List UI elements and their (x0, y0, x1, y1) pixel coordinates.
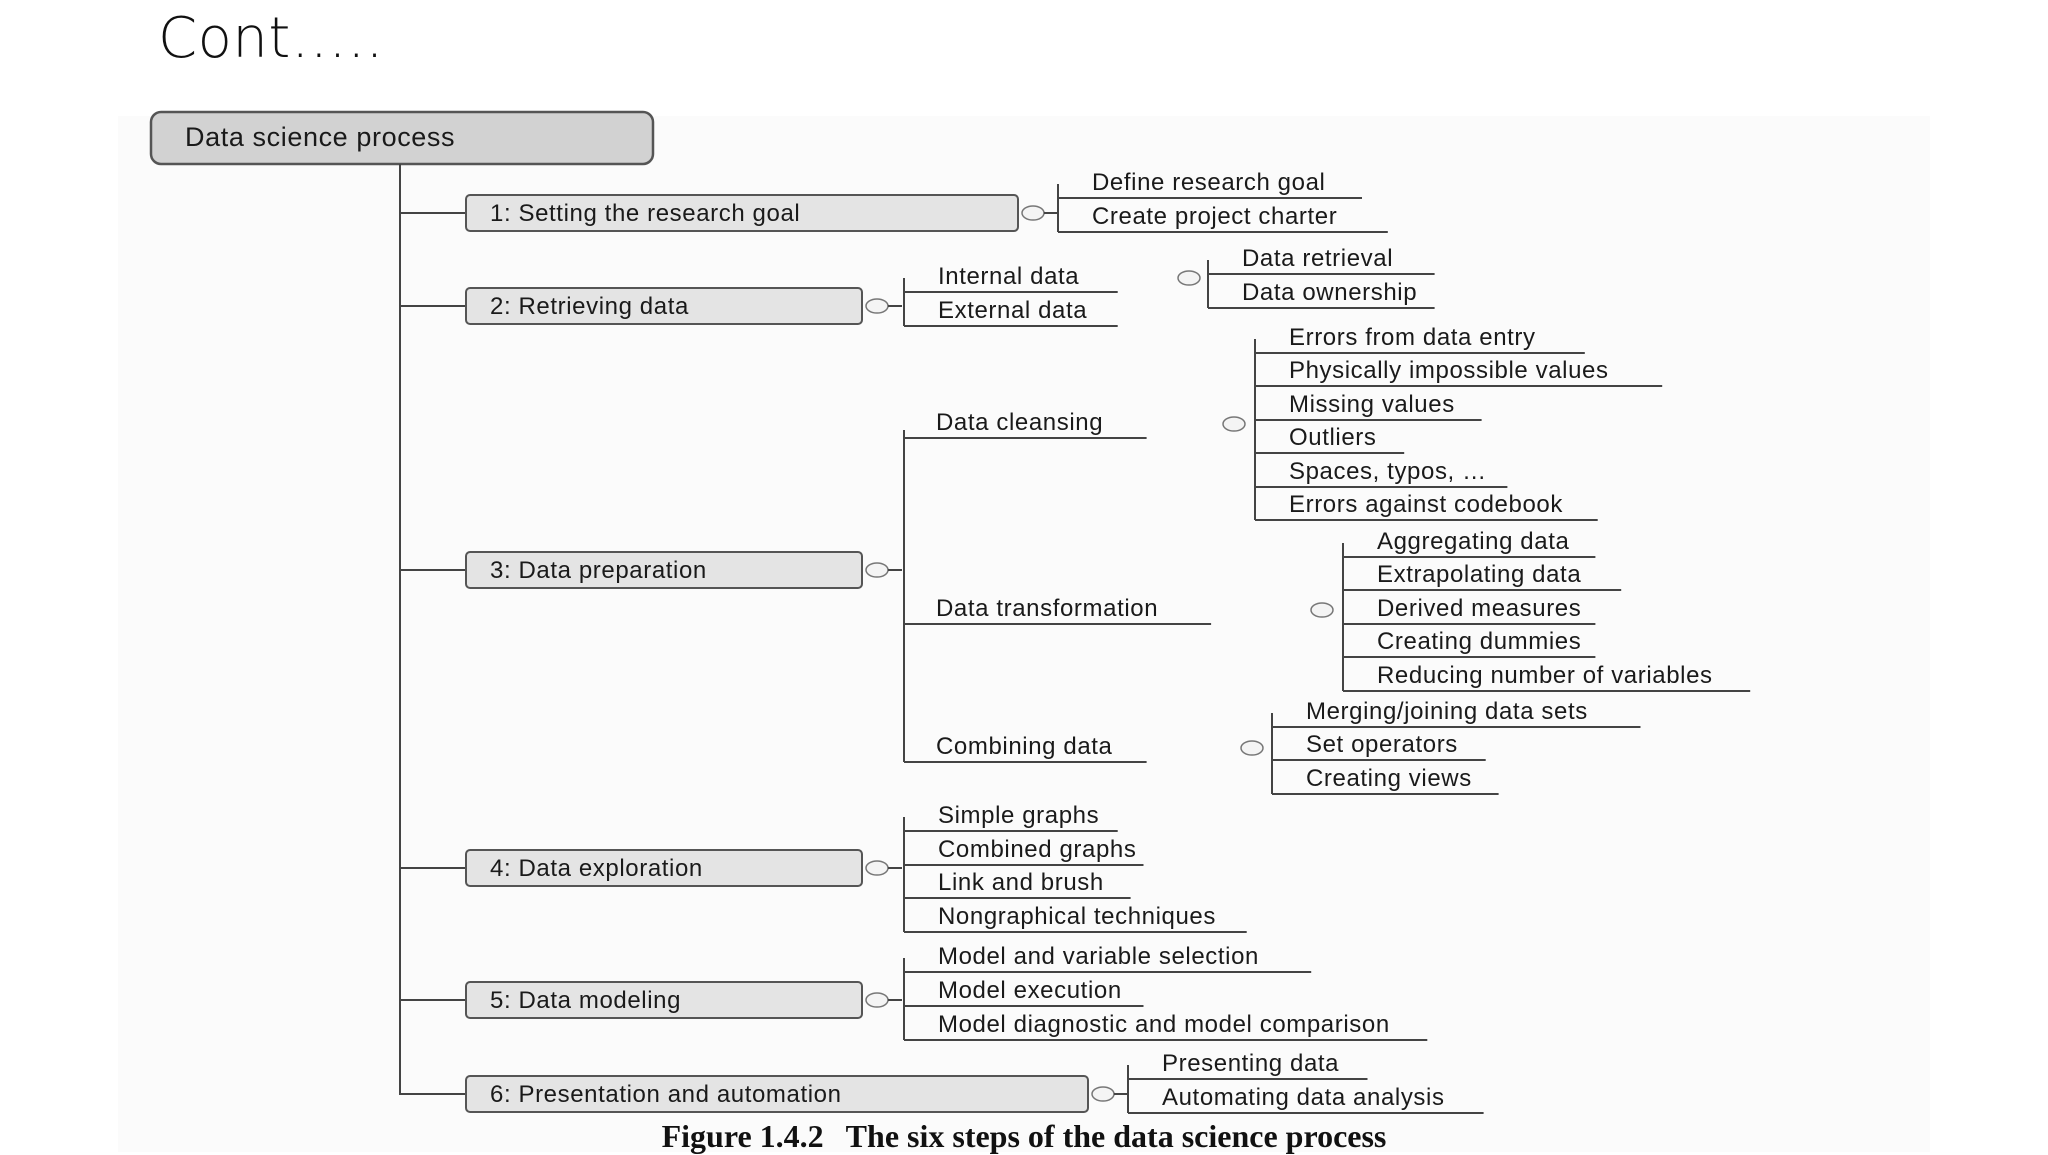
data-cleansing-item-spaces-typos: Spaces, typos, … (1289, 458, 1487, 485)
step-5-item-model-diagnostic-and-model-comparison: Model diagnostic and model comparison (938, 1011, 1390, 1038)
step-3-label: 3: Data preparation (490, 557, 707, 584)
step-3-sub-combining-data: Combining data (936, 733, 1113, 760)
step-3-collapse-icon (865, 562, 889, 578)
step-2-item-external-data: External data (938, 297, 1087, 324)
internal-data-item-data-ownership: Data ownership (1242, 279, 1417, 306)
combining-data-item-set-operators: Set operators (1306, 731, 1458, 758)
step-5-item-model-and-variable-selection: Model and variable selection (938, 943, 1259, 970)
step-6-label: 6: Presentation and automation (490, 1081, 842, 1108)
step-3-sub-data-cleansing: Data cleansing (936, 409, 1103, 436)
internal-data-collapse-icon (1177, 270, 1201, 286)
step-3-sub-data-transformation: Data transformation (936, 595, 1158, 622)
data-cleansing-item-missing-values: Missing values (1289, 391, 1455, 418)
data-cleansing-item-physically-impossible-values: Physically impossible values (1289, 357, 1609, 384)
combining-data-item-creating-views: Creating views (1306, 765, 1472, 792)
root-label: Data science process (185, 122, 455, 152)
step-2-box (465, 287, 863, 325)
step-4-item-combined-graphs: Combined graphs (938, 836, 1136, 863)
figure-caption-text: The six steps of the data science proces… (845, 1118, 1387, 1154)
data-transformation-item-aggregating-data: Aggregating data (1377, 528, 1569, 555)
step-2-collapse-icon (865, 298, 889, 314)
data-cleansing-item-outliers: Outliers (1289, 424, 1377, 451)
step-3-box (465, 551, 863, 589)
data-transformation-item-extrapolating-data: Extrapolating data (1377, 561, 1581, 588)
step-5-collapse-icon (865, 992, 889, 1008)
figure-caption: Figure 1.4.2 The six steps of the data sc… (0, 1118, 2048, 1155)
internal-data-item-data-retrieval: Data retrieval (1242, 245, 1393, 272)
step-1-collapse-icon (1021, 205, 1045, 221)
data-cleansing-item-errors-from-data-entry: Errors from data entry (1289, 324, 1536, 351)
step-6-item-presenting-data: Presenting data (1162, 1050, 1339, 1077)
step-4-item-simple-graphs: Simple graphs (938, 802, 1099, 829)
step-4-item-nongraphical-techniques: Nongraphical techniques (938, 903, 1216, 930)
step-4-item-link-and-brush: Link and brush (938, 869, 1104, 896)
step-1-label: 1: Setting the research goal (490, 200, 800, 227)
step-1-box (465, 194, 1019, 232)
data-cleansing-item-errors-against-codebook: Errors against codebook (1289, 491, 1563, 518)
root-node (149, 110, 655, 166)
figure-number: Figure 1.4.2 (661, 1118, 824, 1154)
step-5-box (465, 981, 863, 1019)
slide-title: Cont….. (158, 6, 384, 71)
figure-background (118, 116, 1930, 1152)
step-2-item-internal-data: Internal data (938, 263, 1079, 290)
combining-data-item-merging-joining-data-sets: Merging/joining data sets (1306, 698, 1588, 725)
step-4-box (465, 849, 863, 887)
step-5-label: 5: Data modeling (490, 987, 681, 1014)
step-4-collapse-icon (865, 860, 889, 876)
data-transformation-item-derived-measures: Derived measures (1377, 595, 1581, 622)
data-transformation-item-reducing-number-of-variables: Reducing number of variables (1377, 662, 1713, 689)
combining-data-collapse-icon (1240, 740, 1264, 756)
step-6-collapse-icon (1091, 1086, 1115, 1102)
data-cleansing-collapse-icon (1222, 416, 1246, 432)
step-6-item-automating-data-analysis: Automating data analysis (1162, 1084, 1445, 1111)
step-4-label: 4: Data exploration (490, 855, 703, 882)
step-1-item-define-research-goal: Define research goal (1092, 169, 1325, 196)
step-1-item-create-project-charter: Create project charter (1092, 203, 1337, 230)
data-transformation-collapse-icon (1310, 602, 1334, 618)
data-transformation-item-creating-dummies: Creating dummies (1377, 628, 1581, 655)
step-5-item-model-execution: Model execution (938, 977, 1122, 1004)
step-2-label: 2: Retrieving data (490, 293, 689, 320)
step-6-box (465, 1075, 1089, 1113)
